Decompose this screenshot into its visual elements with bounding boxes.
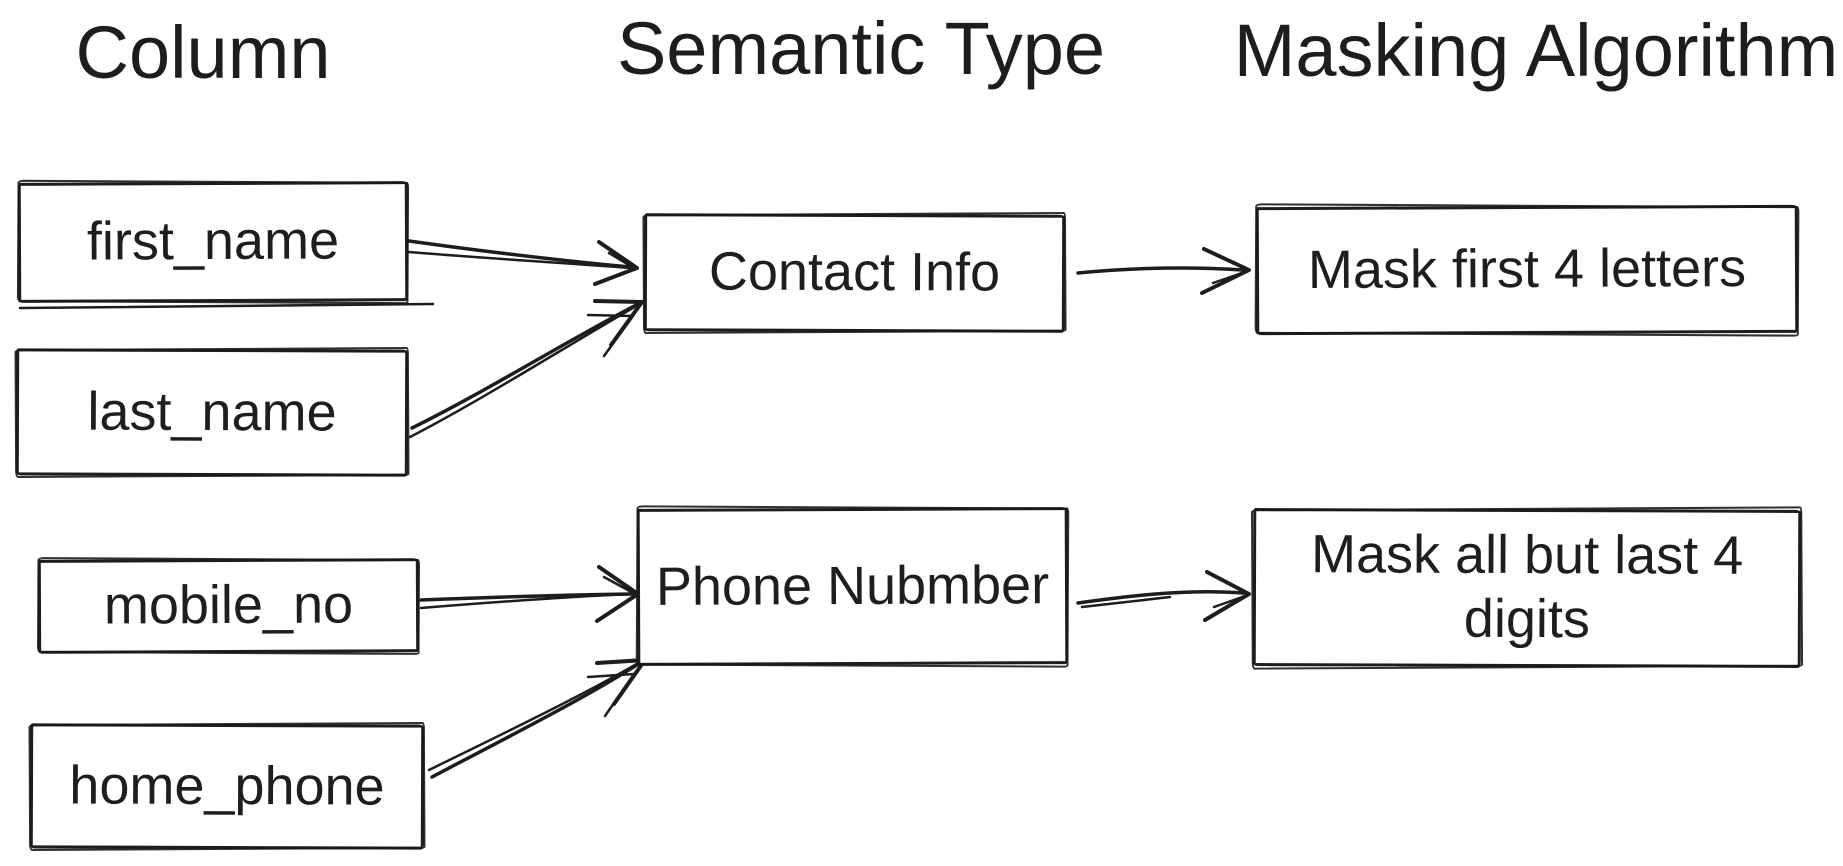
semantic-type-box-contact-info: Contact Info <box>643 213 1066 333</box>
column-box-last-name: last_name <box>15 348 409 477</box>
masking-label-mask-first-4-letters: Mask first 4 letters <box>1307 238 1747 301</box>
column-label-mobile-no: mobile_no <box>103 574 354 636</box>
masking-label-mask-all-but-last-4-digits: Mask all but last 4 digits <box>1310 524 1744 650</box>
arrow-first-name-to-contact-info <box>407 239 639 286</box>
column-box-home-phone: home_phone <box>29 723 425 850</box>
column-label-home-phone: home_phone <box>69 755 385 817</box>
header-column: Column <box>75 11 331 94</box>
arrow-home-phone-to-phone-number <box>427 658 647 779</box>
masking-box-mask-all-but-last-4-digits: Mask all but last 4 digits <box>1252 508 1802 668</box>
arrow-last-name-to-contact-info <box>408 299 644 439</box>
arrow-mobile-no-to-phone-number <box>419 565 640 623</box>
semantic-type-box-phone-number: Phone Nubmber <box>636 507 1069 666</box>
semantic-type-label-phone-number: Phone Nubmber <box>655 554 1050 617</box>
sketch-line-under-first-name <box>18 302 435 310</box>
header-masking-algorithm: Masking Algorithm <box>1233 9 1839 92</box>
column-label-last-name: last_name <box>87 381 337 443</box>
column-box-first-name: first_name <box>17 181 409 303</box>
arrow-contact-info-to-mask-first-4 <box>1076 247 1251 295</box>
header-semantic-type: Semantic Type <box>616 7 1106 90</box>
column-box-mobile-no: mobile_no <box>37 558 420 654</box>
masking-box-mask-first-4-letters: Mask first 4 letters <box>1255 204 1799 336</box>
arrow-phone-number-to-mask-last-4 <box>1076 570 1251 622</box>
semantic-type-label-contact-info: Contact Info <box>708 241 1001 303</box>
column-label-first-name: first_name <box>86 210 340 272</box>
